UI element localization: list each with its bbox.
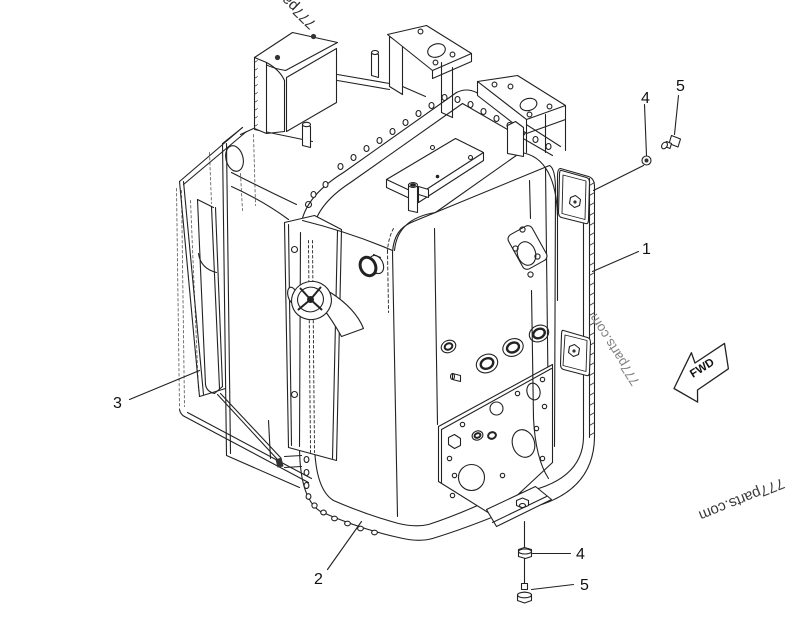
svg-text:2: 2 — [314, 571, 323, 588]
svg-text:3: 3 — [113, 395, 122, 412]
svg-text:4: 4 — [576, 546, 585, 563]
svg-text:1: 1 — [642, 241, 651, 258]
svg-text:5: 5 — [580, 577, 589, 594]
svg-text:5: 5 — [676, 78, 685, 95]
svg-text:4: 4 — [641, 90, 650, 107]
